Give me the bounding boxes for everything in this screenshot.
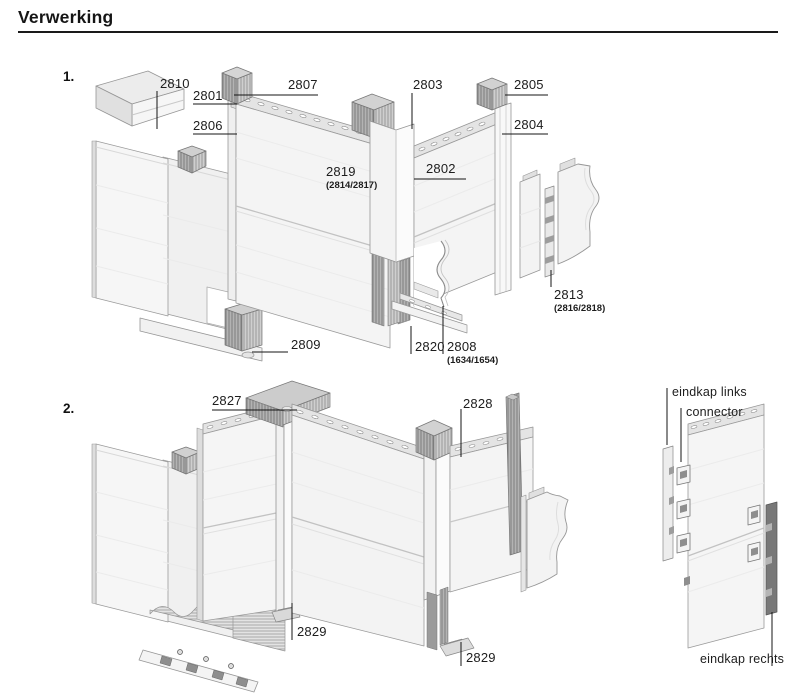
title-rule xyxy=(18,31,778,33)
figure1-illustration xyxy=(91,66,600,362)
label-eindkap-links: eindkap links xyxy=(672,385,747,399)
detached-panels-2813 xyxy=(519,157,600,279)
figure1-number: 1. xyxy=(63,69,75,84)
part-label-2804: 2804 xyxy=(514,117,544,132)
figure2-illustration xyxy=(91,380,569,693)
part-label-2806: 2806 xyxy=(193,118,223,133)
part-label-2827: 2827 xyxy=(212,393,242,408)
part-number-alt: (2814/2817) xyxy=(326,180,378,191)
part-label-2807: 2807 xyxy=(288,77,318,92)
part-label-2809: 2809 xyxy=(291,337,321,352)
part-label-2801: 2801 xyxy=(193,88,223,103)
end-cap-2805 xyxy=(476,77,508,111)
part-number: 2819 xyxy=(326,164,356,179)
top-cap-block-left xyxy=(221,66,253,105)
inner-left-wall xyxy=(196,403,282,622)
wavy-panel-piece xyxy=(520,486,569,593)
part-label-2829-left: 2829 xyxy=(297,624,327,639)
corner-post-2802 xyxy=(369,120,415,327)
part-label-2803: 2803 xyxy=(413,77,443,92)
connector-part xyxy=(676,464,691,554)
left-wall-panel-2819 xyxy=(227,91,391,349)
vertical-strip-2804 xyxy=(494,102,512,296)
corner-trim-2810 xyxy=(95,70,185,127)
part-label-2810: 2810 xyxy=(160,76,190,91)
part-label-2805: 2805 xyxy=(514,77,544,92)
part-label-2820: 2820 xyxy=(415,339,445,354)
part-number-alt: (2816/2818) xyxy=(554,303,606,314)
figure2-number: 2. xyxy=(63,401,75,416)
part-label-2819: 2819 (2814/2817) xyxy=(326,165,377,191)
part-label-2828: 2828 xyxy=(463,396,493,411)
label-eindkap-rechts: eindkap rechts xyxy=(700,652,785,666)
corner-post-2828 xyxy=(415,419,475,657)
inner-right-wall xyxy=(291,403,425,647)
part-label-2802: 2802 xyxy=(426,161,456,176)
leader-lines xyxy=(156,91,773,666)
part-label-2808: 2808 (1634/1654) xyxy=(447,340,498,366)
part-label-2829-right: 2829 xyxy=(466,650,496,665)
corner-cap-2827 xyxy=(245,380,331,428)
endcap-detail-illustration xyxy=(662,403,778,649)
eindkap-rechts-part xyxy=(747,501,778,616)
bottom-rails xyxy=(391,292,468,334)
part-label-2813: 2813 (2816/2818) xyxy=(554,288,605,314)
part-number: 2813 xyxy=(554,287,584,302)
label-connector: connector xyxy=(686,405,743,419)
part-number: 2808 xyxy=(447,339,477,354)
eindkap-links-part xyxy=(662,445,674,562)
right-wall-panel xyxy=(413,111,498,308)
part-number-alt: (1634/1654) xyxy=(447,355,499,366)
page-title: Verwerking xyxy=(18,7,114,27)
